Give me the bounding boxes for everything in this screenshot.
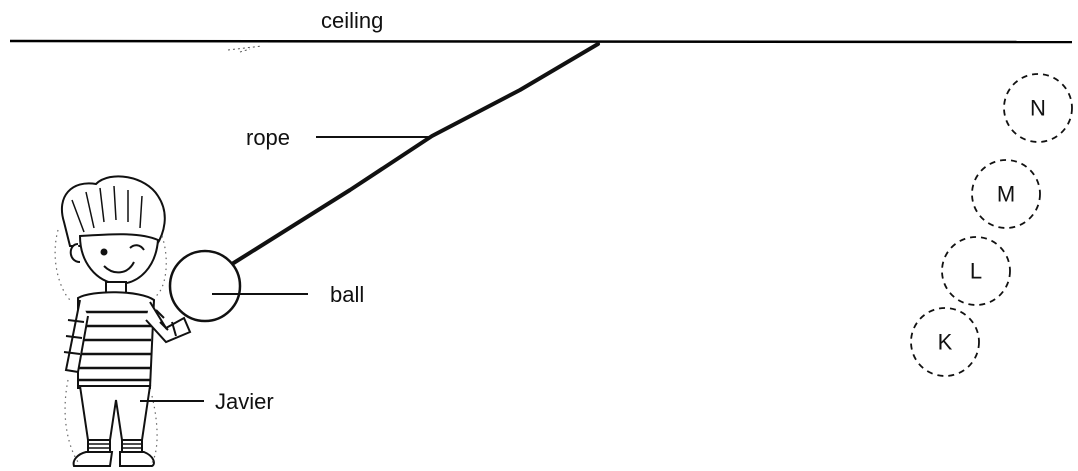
position-n: N bbox=[1004, 74, 1072, 142]
position-n-label: N bbox=[1030, 96, 1046, 121]
face bbox=[80, 234, 158, 284]
position-l-label: L bbox=[970, 259, 982, 284]
position-l: L bbox=[942, 237, 1010, 305]
javier-figure bbox=[62, 176, 190, 466]
ball bbox=[170, 251, 240, 321]
ceiling-line bbox=[10, 41, 1072, 42]
pants bbox=[80, 386, 150, 440]
ceiling-speckle bbox=[228, 46, 262, 52]
shoes bbox=[74, 452, 154, 466]
ceiling-label: ceiling bbox=[321, 8, 383, 33]
ball-label: ball bbox=[330, 282, 364, 307]
position-m: M bbox=[972, 160, 1040, 228]
position-m-label: M bbox=[997, 182, 1015, 207]
rope bbox=[232, 44, 598, 264]
position-k-label: K bbox=[938, 330, 953, 355]
position-k: K bbox=[911, 308, 979, 376]
javier-label: Javier bbox=[215, 389, 274, 414]
rope-label: rope bbox=[246, 125, 290, 150]
